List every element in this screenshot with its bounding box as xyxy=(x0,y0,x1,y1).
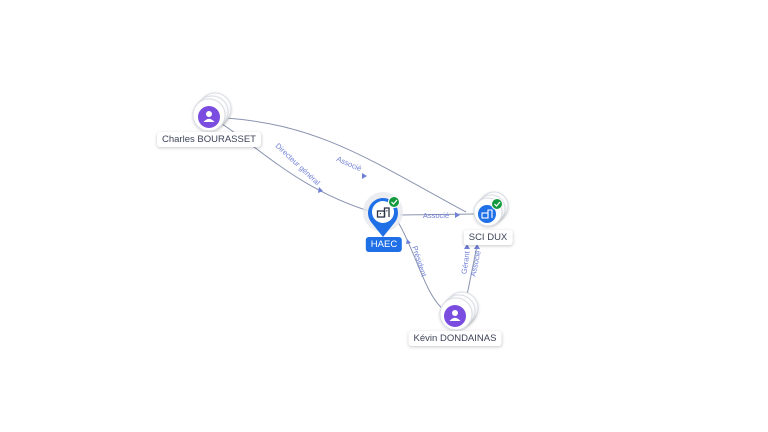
edge-label-charles-haec: Directeur général xyxy=(274,141,322,187)
node-label-haec[interactable]: HAEC xyxy=(365,237,403,252)
node-label-kevin-dondainas[interactable]: Kévin DONDAINAS xyxy=(408,331,502,346)
node-label-sci-dux[interactable]: SCI DUX xyxy=(463,230,513,245)
verified-check-icon xyxy=(388,196,400,208)
building-icon xyxy=(376,207,390,218)
edge-label-kevin-scidux-gerant: Gérant xyxy=(459,250,471,275)
arrowhead xyxy=(362,173,367,179)
edge-label-charles-scidux: Associé xyxy=(335,154,363,173)
arrowhead xyxy=(406,239,411,244)
node-sci-dux[interactable] xyxy=(473,191,509,227)
node-kevin-dondainas[interactable] xyxy=(439,291,479,331)
person-icon xyxy=(444,305,466,327)
arrowhead xyxy=(474,244,480,249)
edge-label-haec-kevin: Président xyxy=(410,245,429,279)
arrowhead xyxy=(455,212,460,218)
edge-label-haec-scidux: Associé xyxy=(423,211,449,220)
verified-check-icon xyxy=(491,198,503,210)
node-haec[interactable] xyxy=(363,192,403,237)
arrowhead xyxy=(318,187,323,193)
person-icon xyxy=(198,106,220,128)
building-icon xyxy=(478,205,496,223)
edge-charles-scidux xyxy=(225,117,467,213)
edge-haec-scidux xyxy=(399,213,475,216)
node-charles-bourasset[interactable] xyxy=(192,92,232,132)
arrowhead xyxy=(464,244,470,249)
edge-haec-kevin xyxy=(397,221,445,311)
node-label-charles-bourasset[interactable]: Charles BOURASSET xyxy=(157,132,261,147)
